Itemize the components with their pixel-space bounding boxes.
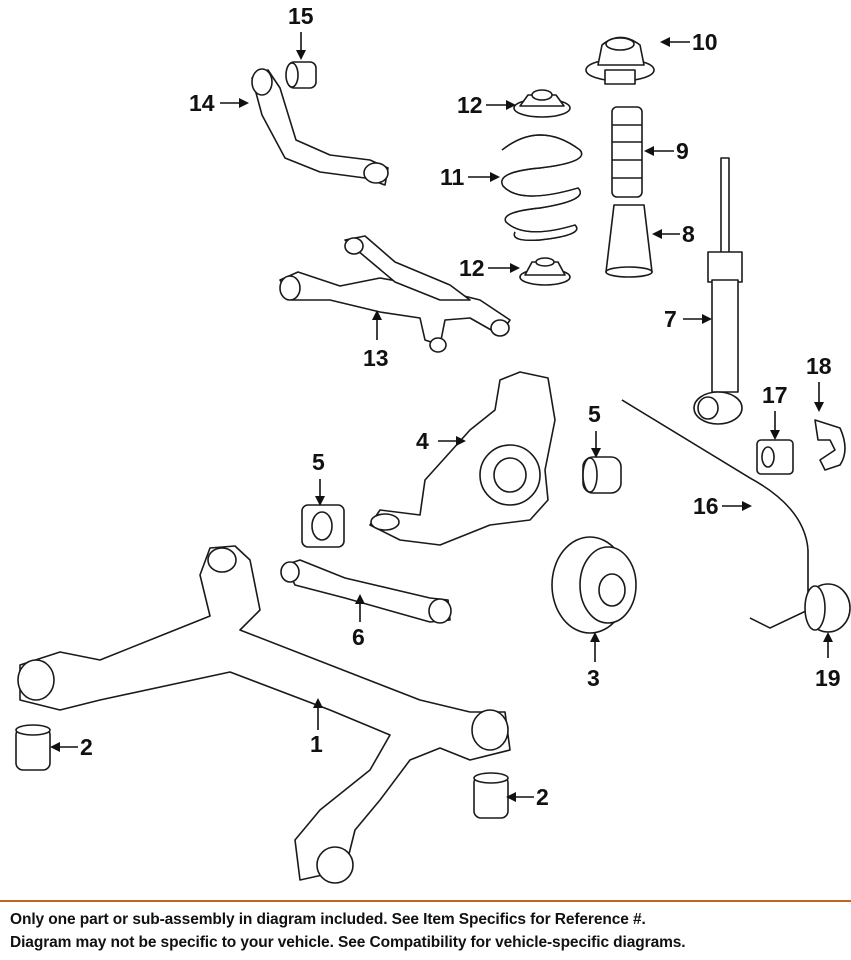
callout-19: 19 [815,632,841,691]
callout-12a: 12 [457,92,516,118]
callout-12b: 12 [459,255,520,281]
part-subframe [17,545,511,884]
callout-label: 12 [457,92,483,118]
part-subframe-bushing-rear [473,772,509,819]
callout-17: 17 [762,382,788,440]
callout-9: 9 [644,138,689,164]
part-bushing-small [285,61,317,89]
part-spring-seat-lower [519,257,571,286]
part-knuckle [369,371,556,546]
callout-11: 11 [440,164,500,190]
part-dust-boot [605,204,653,278]
callout-label: 10 [692,29,718,55]
disclaimer-banner: Only one part or sub-assembly in diagram… [0,900,851,960]
callout-label: 7 [664,306,677,332]
callout-label: 19 [815,665,841,691]
callout-1: 1 [310,698,323,757]
part-bushing-knuckle [582,456,622,494]
part-stabilizer-bushing [756,439,794,475]
suspension-parts-diagram: 1 2 2 3 4 5 5 6 7 8 [15,3,851,884]
callout-2a: 2 [50,734,93,760]
callout-label: 9 [676,138,689,164]
callout-8: 8 [652,221,695,247]
part-stabilizer-bracket [814,419,846,471]
part-bump-stop [611,106,643,198]
callout-label: 16 [693,493,719,519]
callout-5b: 5 [312,449,325,506]
callout-14: 14 [189,90,249,116]
callout-label: 5 [588,401,601,427]
callout-16: 16 [693,493,752,519]
callout-5a: 5 [588,401,601,458]
callout-label: 4 [416,428,429,454]
callout-10: 10 [660,29,718,55]
part-lateral-link [280,559,452,624]
part-bushing-link [804,583,851,633]
part-spring-seat-upper [513,89,571,118]
callout-label: 2 [80,734,93,760]
callout-label: 17 [762,382,788,408]
callout-label: 18 [806,353,832,379]
disclaimer-line-1: Only one part or sub-assembly in diagram… [10,911,646,928]
part-upper-control-arm [251,68,389,186]
callout-4: 4 [416,428,466,454]
part-shock-absorber [693,157,743,425]
callout-3: 3 [587,632,600,691]
callout-label: 12 [459,255,485,281]
part-bushing-arm [301,504,345,548]
part-subframe-bushing-left [15,724,51,771]
callout-label: 2 [536,784,549,810]
callout-13: 13 [363,310,389,371]
part-strut-mount [585,36,655,85]
part-lower-control-arm [279,235,511,353]
callout-18: 18 [806,353,832,412]
callout-label: 8 [682,221,695,247]
callout-label: 5 [312,449,325,475]
callout-label: 11 [440,164,465,190]
callout-label: 14 [189,90,215,116]
callout-6: 6 [352,594,365,650]
callout-2b: 2 [506,784,549,810]
callout-7: 7 [664,306,712,332]
part-coil-spring [501,134,583,242]
callout-label: 6 [352,624,365,650]
part-wheel-hub [551,536,637,634]
callout-15: 15 [288,3,314,60]
disclaimer-line-2: Diagram may not be specific to your vehi… [10,934,686,951]
callout-label: 13 [363,345,389,371]
part-stabilizer-bar [621,399,809,629]
callout-label: 15 [288,3,314,29]
callout-label: 1 [310,731,323,757]
callout-label: 3 [587,665,600,691]
